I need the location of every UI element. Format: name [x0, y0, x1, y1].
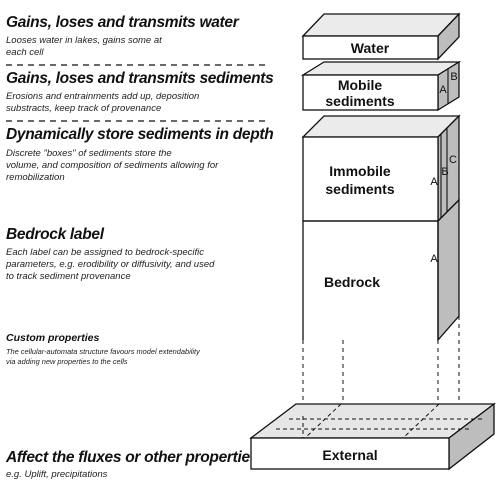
bedrock-box: Bedrock A — [302, 198, 460, 342]
immobile-side-b: B — [441, 166, 448, 178]
immobile-label-line2: sediments — [325, 181, 394, 197]
external-label: External — [322, 447, 377, 463]
immobile-sediments-box: Immobile sediments A B C — [301, 114, 461, 223]
water-desc-line1: Looses water in lakes, gains some at — [6, 35, 162, 46]
immobile-side-a: A — [430, 176, 438, 188]
bedrock-side-a: A — [430, 253, 438, 265]
sediments-desc-line2: substracts, keep track of provenance — [6, 103, 162, 114]
external-heading: Affect the fluxes or other properties — [6, 449, 259, 466]
mobile-label-line2: sediments — [325, 93, 394, 109]
external-desc-line1: e.g. Uplift, precipitations — [6, 469, 108, 480]
bedrock-heading: Bedrock label — [6, 226, 104, 243]
water-label: Water — [351, 40, 390, 56]
mobile-label-line1: Mobile — [338, 77, 383, 93]
custom-desc-line2: via adding new properties to the cells — [6, 357, 128, 366]
mobile-sediments-box: Mobile sediments A B — [300, 60, 462, 112]
depth-desc-line2: volume, and composition of sediments all… — [6, 160, 219, 171]
bedrock-desc-line1: Each label can be assigned to bedrock-sp… — [6, 247, 205, 258]
external-slab: External — [249, 402, 496, 471]
depth-desc-line3: remobilization — [6, 172, 65, 183]
sediments-heading: Gains, loses and transmits sediments — [6, 70, 274, 87]
depth-heading: Dynamically store sediments in depth — [6, 126, 274, 143]
water-box: Water — [301, 12, 461, 61]
bedrock-desc-line3: to track sediment provenance — [6, 271, 131, 282]
depth-desc-line1: Discrete "boxes" of sediments store the — [6, 148, 172, 159]
immobile-label-line1: Immobile — [329, 163, 391, 179]
mobile-side-b: B — [450, 71, 457, 83]
custom-desc-line1: The cellular-automata structure favours … — [6, 347, 200, 356]
sediments-desc-line1: Erosions and entrainments add up, deposi… — [6, 91, 200, 102]
bedrock-desc-line2: parameters, e.g. erodibility or diffusiv… — [6, 259, 215, 270]
custom-heading: Custom properties — [6, 332, 100, 344]
mobile-side-a: A — [439, 84, 447, 96]
immobile-side-c: C — [449, 154, 457, 166]
water-heading: Gains, loses and transmits water — [6, 14, 239, 31]
water-desc-line2: each cell — [6, 47, 44, 58]
bedrock-label: Bedrock — [324, 274, 380, 290]
